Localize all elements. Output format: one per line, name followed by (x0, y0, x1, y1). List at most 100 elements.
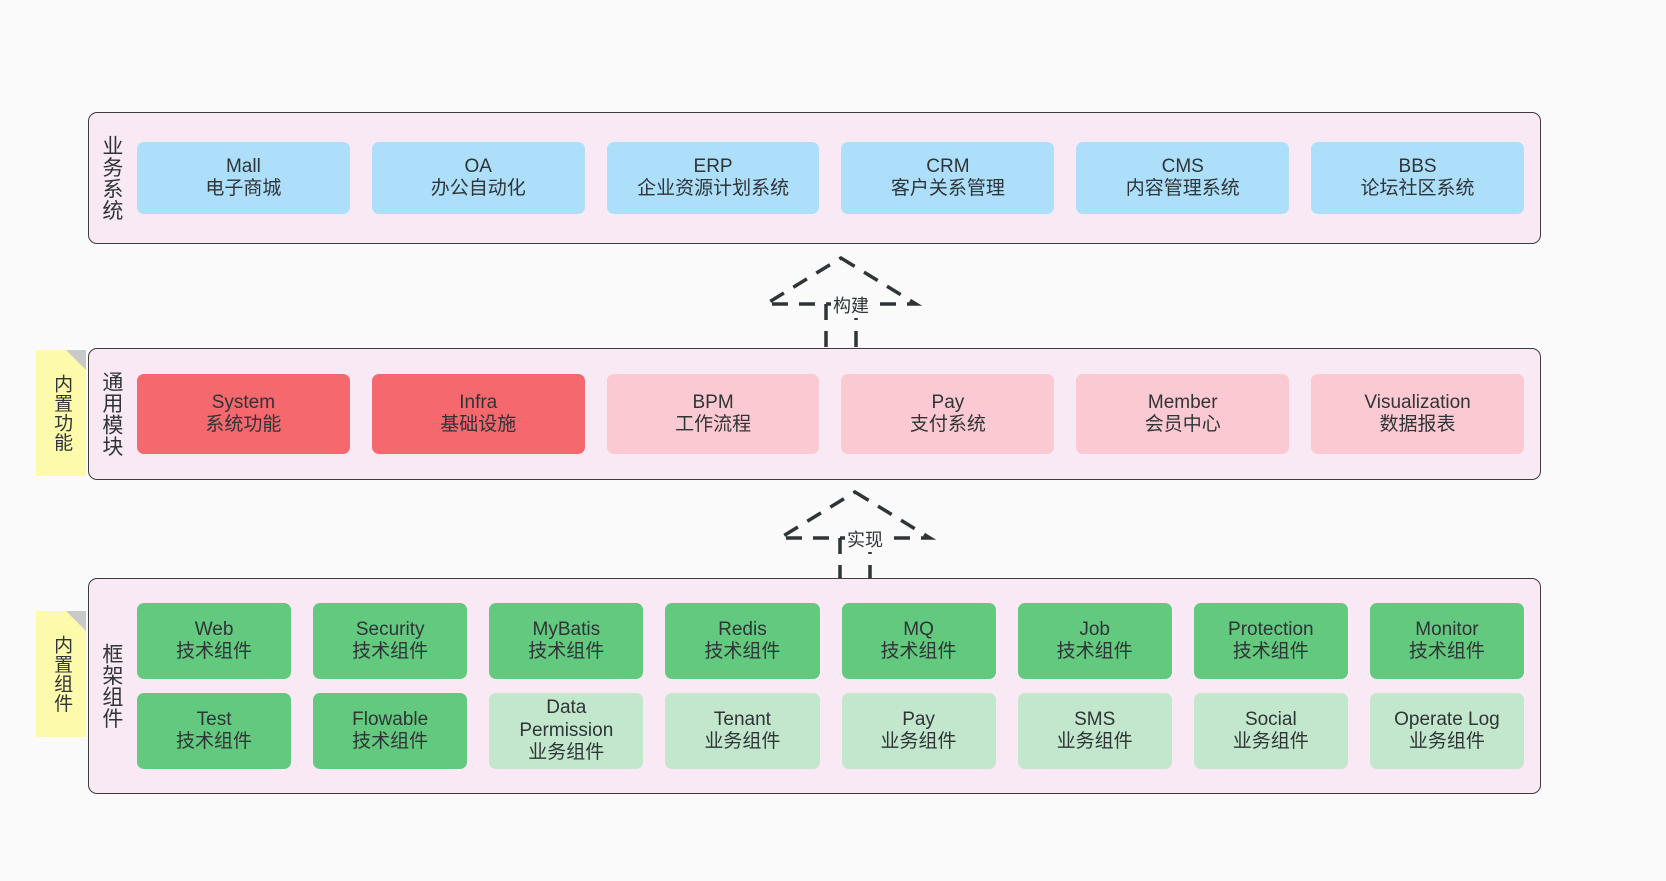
box-oa[interactable]: OA 办公自动化 (371, 142, 585, 214)
box-subtitle: 办公自动化 (430, 178, 526, 199)
box-member[interactable]: Member 会员中心 (1076, 374, 1290, 454)
box-title: MQ (903, 618, 934, 640)
box-subtitle: 业务组件 (1232, 731, 1309, 752)
box-flowable[interactable]: Flowable 技术组件 (313, 693, 468, 769)
layer-framework-components: 框架组件 Web 技术组件 Security 技术组件 MyBatis 技术组件… (88, 578, 1541, 794)
box-subtitle: 支付系统 (909, 414, 986, 435)
box-pay-module[interactable]: Pay 支付系统 (841, 374, 1055, 454)
box-title: Social (1244, 708, 1297, 730)
box-subtitle: 业务组件 (880, 731, 957, 752)
box-infra[interactable]: Infra 基础设施 (371, 374, 585, 454)
box-pay-component[interactable]: Pay 业务组件 (841, 693, 996, 769)
box-subtitle: 数据报表 (1379, 414, 1456, 435)
note-label: 内置功能 (51, 374, 73, 452)
note-builtin-component[interactable]: 内置组件 (36, 611, 86, 737)
box-job[interactable]: Job 技术组件 (1017, 603, 1172, 679)
box-subtitle: 技术组件 (528, 641, 605, 662)
box-system[interactable]: System 系统功能 (137, 374, 350, 454)
box-subtitle: 工作流程 (675, 414, 752, 435)
layer-row: Web 技术组件 Security 技术组件 MyBatis 技术组件 Redi… (137, 603, 1524, 679)
box-title: Monitor (1415, 618, 1479, 640)
box-title: Infra (459, 391, 498, 413)
box-subtitle: 技术组件 (880, 641, 957, 662)
box-operate-log[interactable]: Operate Log 业务组件 (1369, 693, 1524, 769)
box-title: Security (355, 618, 425, 640)
box-title: Pay (931, 391, 965, 413)
box-mq[interactable]: MQ 技术组件 (841, 603, 996, 679)
box-title: System (211, 391, 276, 413)
box-web[interactable]: Web 技术组件 (137, 603, 292, 679)
box-security[interactable]: Security 技术组件 (313, 603, 468, 679)
note-label: 内置组件 (51, 635, 73, 713)
box-subtitle: 业务组件 (528, 742, 605, 764)
box-monitor[interactable]: Monitor 技术组件 (1369, 603, 1524, 679)
box-title: Member (1147, 391, 1218, 413)
box-title: Mall (225, 155, 261, 177)
box-crm[interactable]: CRM 客户关系管理 (841, 142, 1055, 214)
box-tenant[interactable]: Tenant 业务组件 (665, 693, 820, 769)
arrow-build: 构建 (756, 252, 926, 352)
arrow-label-build: 构建 (831, 292, 871, 318)
box-title: Test (196, 708, 232, 730)
box-title: BBS (1398, 155, 1437, 177)
box-subtitle: 技术组件 (1232, 641, 1309, 662)
box-test[interactable]: Test 技术组件 (137, 693, 292, 769)
box-cms[interactable]: CMS 内容管理系统 (1076, 142, 1290, 214)
box-subtitle: 业务组件 (704, 731, 781, 752)
box-title: Web (194, 618, 234, 640)
box-subtitle: 技术组件 (1408, 641, 1485, 662)
box-subtitle: 技术组件 (176, 641, 253, 662)
box-subtitle: 客户关系管理 (890, 178, 1005, 199)
box-title: Flowable (352, 708, 429, 730)
box-subtitle: 技术组件 (1056, 641, 1133, 662)
box-data-permission[interactable]: Data Permission 业务组件 (489, 693, 644, 769)
box-title: Redis (718, 618, 767, 640)
box-title: BPM (692, 391, 734, 413)
box-bbs[interactable]: BBS 论坛社区系统 (1311, 142, 1524, 214)
box-mall[interactable]: Mall 电子商城 (137, 142, 350, 214)
box-protection[interactable]: Protection 技术组件 (1193, 603, 1348, 679)
box-subtitle: 业务组件 (1408, 731, 1485, 752)
box-title: Pay (902, 708, 935, 730)
box-visualization[interactable]: Visualization 数据报表 (1311, 374, 1524, 454)
layer-title-framework: 框架组件 (99, 643, 123, 729)
box-sms[interactable]: SMS 业务组件 (1017, 693, 1172, 769)
box-title: Job (1079, 618, 1110, 640)
box-title: Tenant (713, 708, 771, 730)
note-builtin-function[interactable]: 内置功能 (36, 350, 86, 476)
layer-business-systems: 业务系统 Mall 电子商城 OA 办公自动化 ERP 企业资源计划系统 CRM… (88, 112, 1541, 244)
layer-body-framework: Web 技术组件 Security 技术组件 MyBatis 技术组件 Redi… (133, 579, 1540, 793)
box-subtitle: 论坛社区系统 (1360, 178, 1475, 199)
box-subtitle: 技术组件 (352, 641, 429, 662)
layer-body-modules: System 系统功能 Infra 基础设施 BPM 工作流程 Pay 支付系统… (133, 349, 1540, 479)
box-subtitle: 内容管理系统 (1125, 178, 1240, 199)
box-social[interactable]: Social 业务组件 (1193, 693, 1348, 769)
box-mybatis[interactable]: MyBatis 技术组件 (489, 603, 644, 679)
note-fold-icon (66, 350, 86, 370)
box-subtitle: 电子商城 (205, 178, 282, 199)
box-title: Data Permission (519, 697, 614, 741)
box-title: Operate Log (1394, 708, 1500, 730)
box-subtitle: 技术组件 (352, 731, 429, 752)
box-subtitle: 业务组件 (1056, 731, 1133, 752)
box-subtitle: 技术组件 (176, 731, 253, 752)
note-fold-icon (66, 611, 86, 631)
box-subtitle: 技术组件 (704, 641, 781, 662)
box-bpm[interactable]: BPM 工作流程 (606, 374, 820, 454)
box-subtitle: 会员中心 (1144, 414, 1221, 435)
box-title: ERP (693, 155, 733, 177)
box-title: MyBatis (532, 618, 601, 640)
box-subtitle: 系统功能 (205, 414, 282, 435)
layer-title-business: 业务系统 (99, 135, 123, 221)
box-erp[interactable]: ERP 企业资源计划系统 (606, 142, 820, 214)
layer-row: System 系统功能 Infra 基础设施 BPM 工作流程 Pay 支付系统… (137, 374, 1524, 454)
layer-row: Mall 电子商城 OA 办公自动化 ERP 企业资源计划系统 CRM 客户关系… (137, 142, 1524, 214)
box-title: Protection (1228, 618, 1314, 640)
box-redis[interactable]: Redis 技术组件 (665, 603, 820, 679)
box-title: CMS (1161, 155, 1204, 177)
arrow-realize: 实现 (770, 486, 940, 586)
box-subtitle: 企业资源计划系统 (637, 178, 790, 199)
box-subtitle: 基础设施 (440, 414, 517, 435)
layer-common-modules: 通用模块 System 系统功能 Infra 基础设施 BPM 工作流程 Pay… (88, 348, 1541, 480)
